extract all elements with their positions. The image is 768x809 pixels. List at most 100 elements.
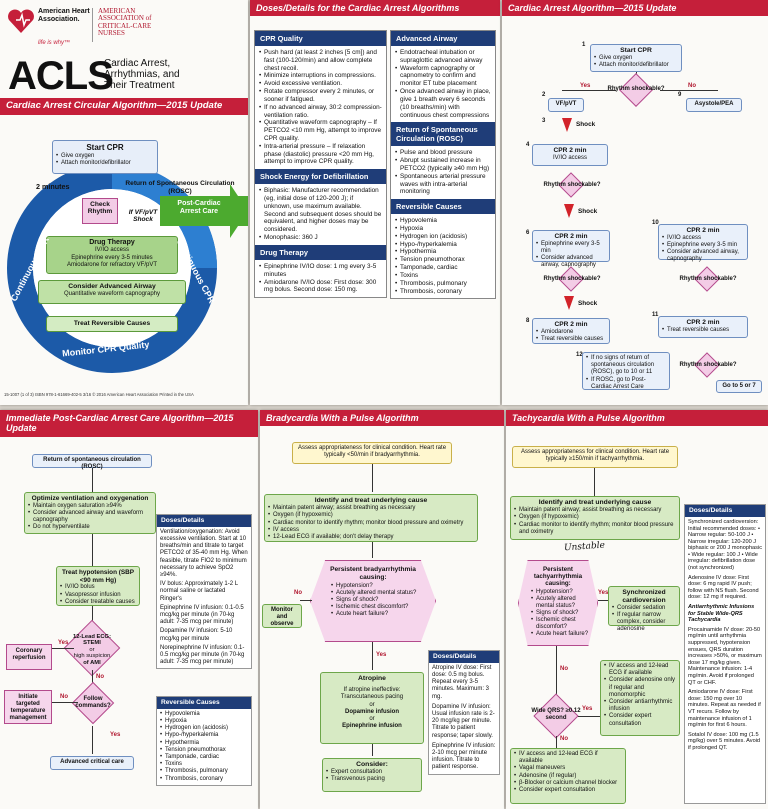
- cpr-quality-item: Push hard (at least 2 inches [5 cm]) and…: [259, 49, 382, 72]
- hypotension-title: Treat hypotension (SBP <90 mm Hg): [61, 569, 135, 584]
- cover-panel: American Heart Association. life is why™…: [0, 0, 248, 405]
- step-number: 12: [576, 352, 583, 358]
- circular-algorithm-title: Cardiac Arrest Circular Algorithm—2015 U…: [0, 98, 248, 115]
- brady-doses-box: Doses/Details Atropine IV dose: First do…: [428, 650, 500, 775]
- cause-item: Hypoxia: [160, 718, 248, 725]
- atropine-box: Atropine If atropine ineffective: Transc…: [320, 672, 424, 744]
- connector: [372, 464, 373, 492]
- drug-therapy-head: Drug Therapy: [255, 244, 386, 260]
- brady-persistent-item: Ischemic chest discomfort?: [331, 604, 431, 611]
- shock-label: Shock: [578, 300, 598, 307]
- tachy-persistent-item: Hypotension?: [531, 589, 593, 596]
- shock-label: Shock: [576, 121, 596, 128]
- brady-persistent-title: Persistent bradyarrhythmia causing:: [330, 566, 416, 581]
- cpr2-line: Consider advanced airway, capnography: [662, 249, 744, 263]
- brady-persistent-item: Hypotension?: [331, 583, 431, 590]
- start-cpr-title: Start CPR: [86, 143, 124, 152]
- tachy-doses-box: Doses/Details Synchronized cardioversion…: [684, 504, 766, 804]
- start-bullet: Attach monitor/defibrillator: [56, 160, 154, 167]
- hypotension-item: IV/IO bolus: [60, 584, 136, 591]
- tachy-panel: Tachycardia With a Pulse Algorithm Asses…: [506, 410, 768, 809]
- yes-label: Yes: [582, 706, 593, 712]
- yes-label: Yes: [598, 590, 609, 596]
- connector: [92, 726, 93, 754]
- reversible-causes-head: Reversible Causes: [391, 199, 495, 215]
- post-dose-item: Dopamine IV infusion: 5-10 mcg/kg per mi…: [160, 628, 233, 642]
- cpr2-box-3: CPR 2 min Amiodarone Treat reversible ca…: [532, 318, 610, 344]
- brady-identify-title: Identify and treat underlying cause: [314, 497, 428, 504]
- post-causes-head: Reversible Causes: [157, 697, 251, 709]
- optimize-item: Maintain oxygen saturation ≥94%: [28, 503, 152, 510]
- step-number: 1: [582, 42, 586, 48]
- cpr2-line: IV/IO access: [662, 235, 744, 242]
- drug-line: Amiodarone for refractory VF/pVT: [66, 261, 158, 268]
- rosc-label: Return of Spontaneous Circulation (ROSC): [125, 180, 235, 196]
- step-number: 8: [526, 318, 530, 324]
- no-label: No: [688, 83, 696, 89]
- final-box: If no signs of return of spontaneous cir…: [582, 352, 670, 390]
- tachy-doses-head: Doses/Details: [685, 505, 765, 517]
- tachy-identify-item: Maintain patent airway; assist breathing…: [514, 507, 676, 514]
- cpr2-line: Treat reversible causes: [536, 336, 606, 343]
- cause-item: Hypoxia: [395, 225, 491, 233]
- atropine-line: If atropine ineffective:: [343, 687, 401, 694]
- advanced-airway-box: Consider Advanced Airway Quantitative wa…: [38, 280, 186, 304]
- aha-tagline: life is why™: [38, 40, 71, 46]
- connector: [556, 736, 557, 748]
- connector: [52, 648, 74, 649]
- shockable-q-2: Rhythm shockable?: [543, 182, 601, 188]
- atropine-line: or: [369, 715, 375, 722]
- optimize-title: Optimize ventilation and oxygenation: [31, 495, 149, 502]
- acls-title: ACLS: [8, 54, 114, 98]
- tachy-dose-item: Synchronized cardioversion: Initial reco…: [688, 518, 763, 572]
- atropine-line: Epinephrine infusion: [342, 723, 402, 730]
- tachy-dose-item: Amiodarone IV dose: First dose: 150 mg o…: [688, 689, 761, 729]
- coronary-box: Coronary reperfusion: [6, 644, 52, 670]
- post-doses-head: Doses/Details: [157, 515, 251, 527]
- cpr-quality-item: Quantitative waveform capnography – If P…: [259, 119, 382, 142]
- cpr-quality-item: Avoid excessive ventilation.: [259, 80, 382, 88]
- shockable-q-5: Rhythm shockable?: [679, 362, 737, 368]
- brady-dose-item: Dopamine IV infusion: Usual infusion rat…: [432, 703, 495, 739]
- connector: [92, 670, 93, 686]
- handwritten-note: Unstable: [563, 540, 606, 554]
- airway-line: Quantitative waveform capnography: [63, 291, 161, 298]
- cause-item: Hypo-/hyperkalemia: [160, 732, 248, 739]
- wide-yes-item: IV access and 12-lead ECG if available: [604, 663, 676, 677]
- doses-left-col: CPR Quality Push hard (at least 2 inches…: [254, 30, 387, 299]
- monitor-observe-box: Monitor and observe: [262, 604, 302, 628]
- advanced-care-box: Advanced critical care: [50, 756, 134, 770]
- tachy-persistent-box: Persistent tachyarrhythmia causing: Hypo…: [518, 560, 598, 646]
- airway-item: Once advanced airway in place, give 1 br…: [395, 88, 491, 119]
- consider-item: Transvenous pacing: [326, 776, 418, 783]
- connector: [92, 606, 93, 624]
- brady-identify-item: Oxygen (if hypoxemic): [268, 512, 474, 519]
- step-number: 10: [652, 220, 659, 226]
- step-number: 2: [542, 92, 546, 98]
- cause-item: Toxins: [160, 761, 248, 768]
- post-dose-item: Ventilation/oxygenation: Avoid excessive…: [160, 528, 248, 579]
- shockable-q-3: Rhythm shockable?: [543, 276, 601, 282]
- shock-energy-head: Shock Energy for Defibrillation: [255, 169, 386, 185]
- arrest-start-box: Start CPR Give oxygen Attach monitor/def…: [590, 44, 682, 72]
- cpr2-title: CPR 2 min: [554, 321, 588, 328]
- sync-cardioversion-box: Synchronized cardioversion Consider seda…: [608, 586, 680, 632]
- optimize-box: Optimize ventilation and oxygenation Mai…: [24, 492, 156, 534]
- aha-name: American Heart Association.: [38, 8, 90, 24]
- heart-logo-icon: [6, 6, 36, 41]
- post-care-panel: Immediate Post-Cardiac Arrest Care Algor…: [0, 410, 258, 809]
- narrow-box: IV access and 12-lead ECG if available V…: [510, 748, 626, 804]
- brady-dose-item: Atropine IV dose: First dose: 0.5 mg bol…: [432, 664, 492, 700]
- wide-yes-box: IV access and 12-lead ECG if available C…: [600, 660, 680, 736]
- consider-item: Expert consultation: [326, 769, 418, 776]
- cause-item: Hydrogen ion (acidosis): [160, 725, 248, 732]
- tachy-dose-item: Antiarrhythmic Infusions for Stable Wide…: [688, 604, 755, 624]
- ecg-line: or: [89, 646, 95, 653]
- sync-item: If regular narrow complex, consider aden…: [612, 612, 676, 634]
- two-minutes-label: 2 minutes: [36, 182, 70, 191]
- brady-identify-item: IV access: [268, 527, 474, 534]
- shock-energy-item: Biphasic: Manufacturer recommendation (e…: [259, 187, 382, 234]
- treat-causes-box: Treat Reversible Causes: [46, 316, 178, 332]
- cause-item: Thrombosis, coronary: [160, 776, 248, 783]
- cause-item: Thrombosis, pulmonary: [395, 280, 491, 288]
